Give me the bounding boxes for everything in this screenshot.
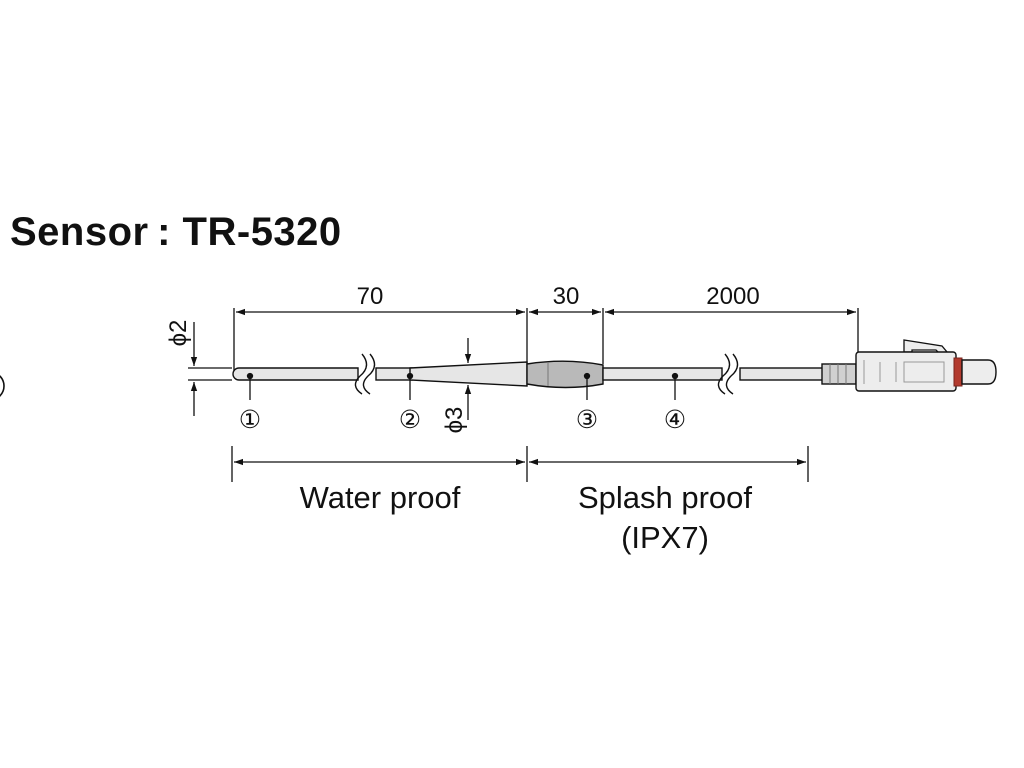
break-marks (354, 353, 739, 395)
top-dimension-lines (233, 308, 859, 372)
tip-diameter-dimension (188, 322, 232, 416)
sensor-connector (821, 339, 997, 392)
diameter-3-label: ϕ3 (441, 407, 468, 434)
callout-1: ① (239, 406, 261, 434)
dimension-70: 70 (357, 283, 384, 310)
connector-tip (961, 359, 997, 385)
diameter-2-label: ϕ2 (165, 320, 192, 347)
water-proof-label: Water proof (300, 480, 461, 515)
sensor-title: Sensor : TR-5320 (10, 210, 342, 254)
connector-ring (953, 357, 963, 387)
probe-mid (375, 367, 413, 381)
probe-sleeve (526, 360, 604, 389)
callout-leaders (246, 372, 679, 400)
ipx7-label: (IPX7) (621, 520, 709, 555)
sensor-probe (232, 360, 825, 389)
dimension-2000: 2000 (706, 283, 759, 310)
probe-tip (232, 367, 359, 381)
strain-relief (821, 363, 857, 385)
splash-proof-label: Splash proof (578, 480, 752, 515)
callout-2: ② (399, 406, 421, 434)
connector-housing (855, 351, 957, 392)
cable-section-2 (739, 367, 825, 381)
dimension-30: 30 (553, 283, 580, 310)
bottom-zone-lines (231, 446, 809, 482)
callout-4: ④ (664, 406, 686, 434)
callout-3: ③ (576, 406, 598, 434)
cable-section-1 (602, 367, 723, 381)
edge-partial-circle (0, 375, 5, 397)
probe-taper (409, 361, 528, 387)
